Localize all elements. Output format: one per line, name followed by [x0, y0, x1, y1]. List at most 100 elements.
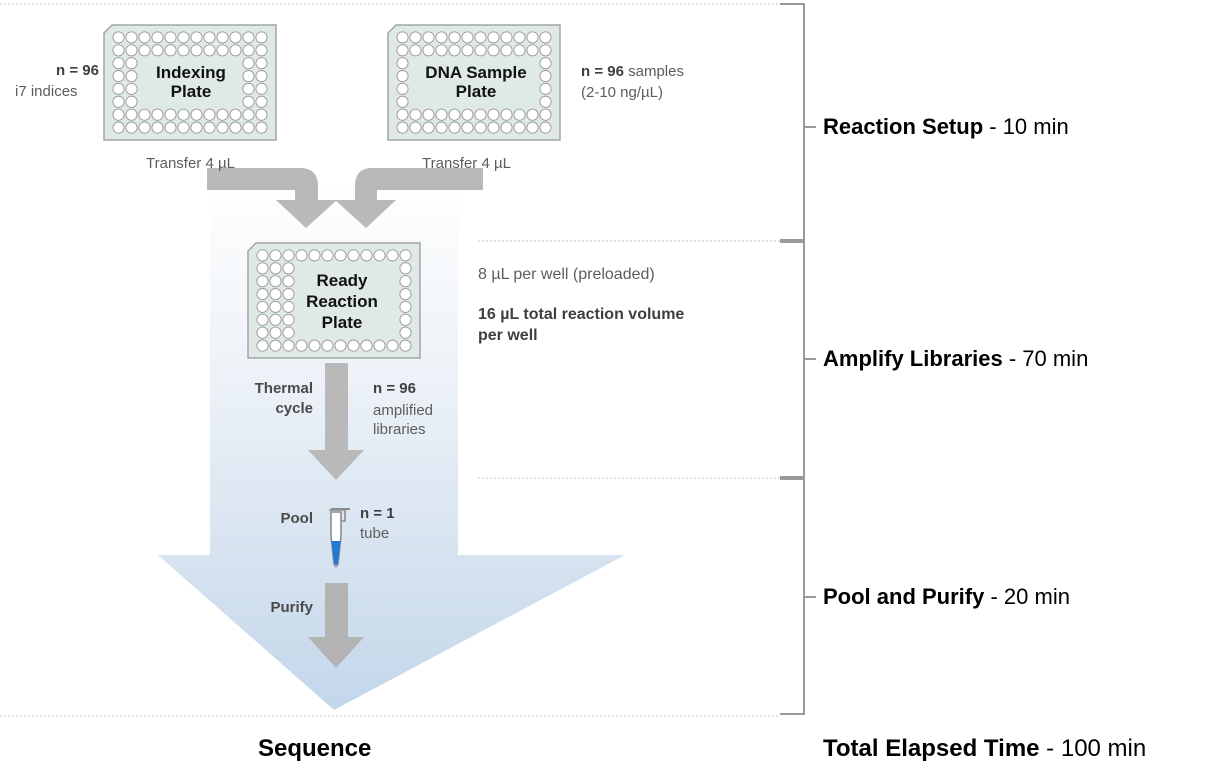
plate-well	[229, 121, 242, 134]
plate-well	[138, 44, 151, 57]
indexing-plate-label-2: Plate	[170, 82, 212, 101]
plate-well	[321, 339, 334, 352]
purify-arrow	[308, 583, 364, 668]
plate-well	[242, 95, 255, 108]
indexing-plate-label-1: Indexing	[156, 63, 226, 82]
plate-well	[125, 31, 138, 44]
plate-well	[242, 121, 255, 134]
plate-well	[256, 300, 269, 313]
ready-note-total-2: per well	[478, 327, 538, 344]
plate-well	[539, 121, 552, 134]
thermal-cycle-arrow	[308, 363, 364, 480]
plate-well	[373, 249, 386, 262]
plate-well	[399, 249, 412, 262]
plate-well	[513, 44, 526, 57]
pool-desc: tube	[360, 525, 390, 542]
thermal-desc-2: libraries	[373, 421, 426, 438]
plate-well	[435, 31, 448, 44]
plate-well	[242, 108, 255, 121]
plate-well	[282, 288, 295, 301]
plate-well	[256, 288, 269, 301]
plate-well	[282, 313, 295, 326]
plate-well	[256, 275, 269, 288]
plate-well	[474, 108, 487, 121]
plate-well	[112, 95, 125, 108]
plate-well	[334, 249, 347, 262]
plate-well	[461, 121, 474, 134]
plate-well	[112, 44, 125, 57]
total-elapsed-value: - 100 min	[1039, 735, 1147, 762]
plate-well	[256, 262, 269, 275]
plate-well	[399, 326, 412, 339]
plate-well	[308, 249, 321, 262]
plate-well	[360, 249, 373, 262]
plate-well	[487, 121, 500, 134]
plate-well	[255, 95, 268, 108]
stage-amplify-libraries: Amplify Libraries - 70 min	[823, 346, 1088, 372]
plate-well	[422, 121, 435, 134]
plate-well	[539, 31, 552, 44]
plate-well	[190, 31, 203, 44]
plate-well	[399, 339, 412, 352]
plate-well	[396, 82, 409, 95]
plate-well	[474, 44, 487, 57]
plate-well	[269, 275, 282, 288]
ready-plate-label-3: Plate	[321, 313, 363, 332]
transfer-arrow-right	[335, 168, 483, 228]
plate-well	[422, 108, 435, 121]
plate-well	[409, 31, 422, 44]
plate-well	[347, 249, 360, 262]
stage-reaction-setup-name: Reaction Setup	[823, 114, 984, 139]
plate-well	[474, 31, 487, 44]
plate-well	[422, 31, 435, 44]
plate-well	[396, 121, 409, 134]
plate-well	[112, 82, 125, 95]
total-elapsed-name: Total Elapsed Time	[823, 735, 1040, 762]
plate-well	[216, 31, 229, 44]
plate-well	[334, 339, 347, 352]
ready-note-total-1: 16 µL total reaction volume	[478, 306, 685, 323]
plate-well	[461, 44, 474, 57]
stage-bracket-amplify	[780, 241, 816, 478]
plate-well	[347, 339, 360, 352]
dna-count-line: n = 96 samples	[581, 63, 684, 81]
plate-well	[396, 57, 409, 70]
plate-well	[513, 121, 526, 134]
plate-well	[138, 108, 151, 121]
thermal-desc-1: amplified	[373, 402, 434, 419]
dna-transfer-label: Transfer 4 µL	[422, 155, 511, 172]
plate-well	[125, 95, 138, 108]
plate-well	[269, 249, 282, 262]
dna-plate-label-1: DNA Sample	[425, 63, 527, 82]
stage-pool-purify-name: Pool and Purify	[823, 584, 985, 609]
plate-well	[487, 31, 500, 44]
plate-well	[125, 82, 138, 95]
plate-well	[487, 44, 500, 57]
plate-well	[435, 121, 448, 134]
indexing-transfer-label: Transfer 4 µL	[146, 155, 235, 172]
plate-well	[229, 31, 242, 44]
plate-well	[190, 121, 203, 134]
plate-well	[539, 57, 552, 70]
stage-bracket-pool-purify	[780, 478, 816, 715]
plate-well	[164, 31, 177, 44]
plate-well	[125, 121, 138, 134]
plate-well	[138, 31, 151, 44]
plate-well	[256, 326, 269, 339]
plate-well	[151, 121, 164, 134]
plate-well	[282, 262, 295, 275]
plate-well	[409, 121, 422, 134]
plate-well	[229, 108, 242, 121]
plate-well	[203, 121, 216, 134]
plate-well	[526, 44, 539, 57]
plate-well	[269, 300, 282, 313]
plate-well	[539, 70, 552, 83]
plate-well	[125, 57, 138, 70]
plate-well	[409, 44, 422, 57]
plate-well	[396, 95, 409, 108]
thermal-count: n = 96	[373, 380, 416, 397]
plate-well	[269, 313, 282, 326]
plate-well	[295, 339, 308, 352]
plate-well	[164, 44, 177, 57]
plate-well	[448, 108, 461, 121]
